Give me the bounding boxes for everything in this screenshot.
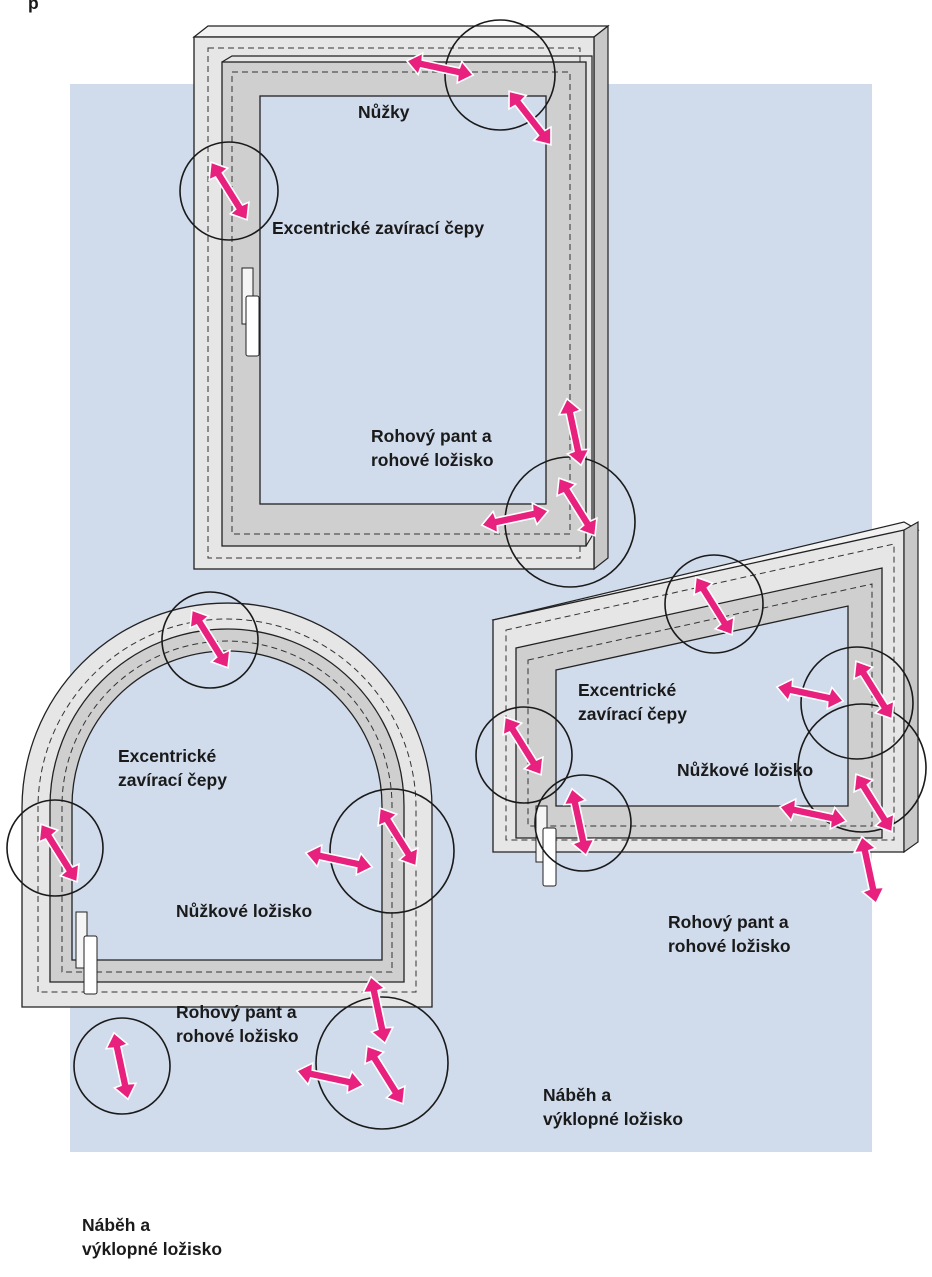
label-right-corner: Rohový pant a rohové ložisko: [668, 912, 791, 956]
label-arch-scissors: Nůžkové ložisko: [176, 901, 313, 921]
window-handle-icon: [241, 267, 260, 357]
window-arched: [21, 602, 433, 1008]
label-right-tilt: Náběh a výklopné ložisko: [543, 1085, 684, 1129]
frame-top-edge: [593, 24, 609, 571]
highlight-circle: [315, 996, 449, 1130]
highlight-circle: [161, 591, 259, 689]
label-top-eccentric: Excentrické zavírací čepy: [272, 218, 485, 238]
label-arch-corner: Rohový pant a rohové ložisko: [176, 1002, 299, 1046]
glass-arched: [71, 650, 383, 961]
window-right: [491, 520, 920, 887]
highlight-circle: [534, 774, 632, 872]
header-fragment: p: [28, 0, 39, 13]
label-top-scissors: Nůžky: [358, 102, 410, 122]
highlight-circle: [179, 141, 279, 241]
highlight-circle: [73, 1017, 171, 1115]
window-handle-icon: [75, 911, 98, 995]
highlight-circle: [664, 554, 764, 654]
window-top: [192, 24, 610, 571]
glass-right: [555, 605, 849, 807]
highlight-circle: [797, 703, 927, 833]
highlight-circle: [329, 788, 455, 914]
label-right-scissors: Nůžkové ložisko: [677, 760, 814, 780]
highlight-circle: [6, 799, 104, 897]
label-right-eccentric: Excentrické zavírací čepy: [578, 680, 687, 724]
highlight-circle: [475, 706, 573, 804]
highlight-circle: [800, 646, 914, 760]
label-arch-eccentric: Excentrické zavírací čepy: [118, 746, 227, 790]
frame-top-side: [192, 25, 610, 38]
highlight-circle: [444, 19, 556, 131]
label-arch-tilt: Náběh a výklopné ložisko: [82, 1215, 223, 1259]
glass-top: [259, 95, 547, 505]
label-top-corner: Rohový pant a rohové ložisko: [371, 426, 494, 470]
